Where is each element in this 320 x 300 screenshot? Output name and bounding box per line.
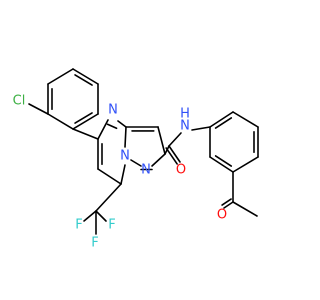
bond-c5-n4 [97,119,109,140]
bond-n-c7 [120,164,126,185]
bond-c-o-ketone [223,201,234,209]
bond-chlorophenyl [72,113,99,130]
bond-double-n4 [106,123,118,130]
bond-c3-c2 [157,126,166,155]
bond-chlorophenyl [72,68,99,85]
bond-acetylphenyl [209,156,234,173]
bond-c-o [168,145,181,163]
atom-cl: Cl [13,94,26,109]
bond-c7-cf3 [95,183,122,212]
bond-c3a-n [124,126,127,148]
bond-c7-c6 [97,168,122,185]
atom-f2: F [108,218,115,233]
bond-double-co [165,147,178,165]
bond-n4-c3a [117,120,127,128]
bond-c-nh [168,132,182,147]
atom-o-amide: O [176,163,186,178]
bond-acetylphenyl [232,156,259,173]
bond-acetylphenyl [232,111,259,128]
bond-double [74,74,93,86]
bond-c-f1 [83,210,97,222]
bond-c2-n1 [151,153,166,167]
atom-n-pyrazole: N [141,163,151,178]
bond-lines [28,68,259,235]
bond-n1-n [130,159,142,167]
bond-double [74,112,93,124]
molecule-structure: Cl N N N H N O O F F F [13,68,259,251]
atom-h-amide: H [180,107,190,122]
atom-n-bridge: N [120,149,130,164]
bond-chlorophenyl [47,68,74,85]
atom-n-amide: N [180,119,190,134]
bond-double [214,117,233,129]
atom-o-ketone: O [217,208,227,223]
bond-chlorophenyl [47,113,74,130]
bond-c-cl [28,103,49,115]
bond-methyl [232,201,258,217]
atom-n-ring: N [108,103,118,118]
bond-double [214,155,233,167]
bond-aryl-link [72,128,99,140]
atom-f1: F [75,218,82,233]
bond-double-ketone [221,198,232,206]
bond-c-f2 [95,210,107,222]
bond-nh-aryl [191,126,211,131]
bond-acetylphenyl [209,111,234,128]
atom-f3: F [91,236,98,251]
